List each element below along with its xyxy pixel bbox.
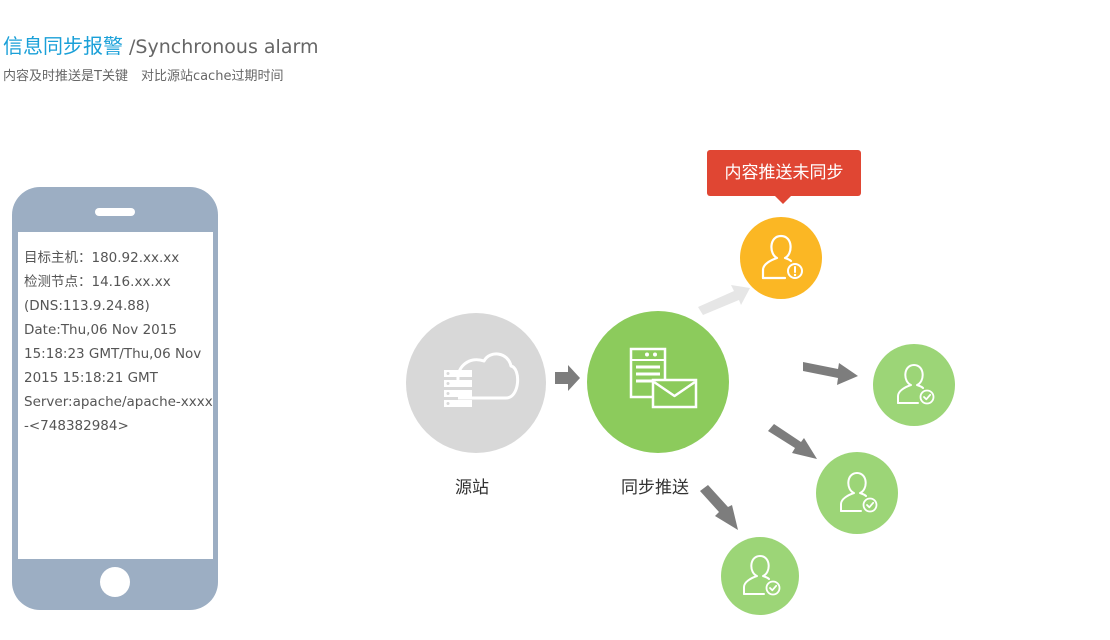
ok-target-node-3 xyxy=(721,537,799,615)
ok-target-node-2 xyxy=(816,452,898,534)
title-cn: 信息同步报警 xyxy=(3,34,123,58)
info-target-host: 目标主机：180.92.xx.xx xyxy=(24,250,180,266)
arrow-to-warn-target xyxy=(698,285,750,315)
phone-home-button xyxy=(100,567,130,597)
arrow-to-ok-target-1 xyxy=(803,362,858,385)
warn-target-node xyxy=(740,217,822,299)
arrow-source-to-push xyxy=(555,365,580,391)
info-server: Server:apache/apache-xxxx xyxy=(24,394,213,410)
info-dns: (DNS:113.9.24.88) xyxy=(24,298,150,314)
arrow-to-ok-target-2 xyxy=(768,424,817,459)
push-label: 同步推送 xyxy=(621,478,689,498)
info-date-3: 2015 15:18:21 GMT xyxy=(24,370,158,386)
info-detect-node: 检测节点：14.16.xx.xx xyxy=(24,274,171,290)
info-date-2: 15:18:23 GMT/Thu,06 Nov xyxy=(24,346,202,362)
detection-info: 目标主机：180.92.xx.xx 检测节点：14.16.xx.xx (DNS:… xyxy=(24,246,213,438)
ok-target-node-1 xyxy=(873,344,955,426)
page-title: 信息同步报警/Synchronous alarm xyxy=(3,30,318,59)
info-id: -<748382984> xyxy=(24,418,129,434)
phone-screen: 目标主机：180.92.xx.xx 检测节点：14.16.xx.xx (DNS:… xyxy=(18,232,213,559)
phone-mockup: 目标主机：180.92.xx.xx 检测节点：14.16.xx.xx (DNS:… xyxy=(12,187,218,610)
title-en: /Synchronous alarm xyxy=(129,36,319,58)
info-date-1: Date:Thu,06 Nov 2015 xyxy=(24,322,177,338)
source-label: 源站 xyxy=(455,478,489,498)
server-cloud-icon xyxy=(444,352,520,407)
unsync-alert-tooltip: 内容推送未同步 xyxy=(707,150,861,204)
arrow-to-ok-target-3 xyxy=(700,485,738,530)
page-subtitle: 内容及时推送是T关键 对比源站cache过期时间 xyxy=(3,69,284,84)
source-node xyxy=(406,313,546,453)
phone-speaker xyxy=(95,208,135,216)
server-mail-icon xyxy=(629,347,698,409)
